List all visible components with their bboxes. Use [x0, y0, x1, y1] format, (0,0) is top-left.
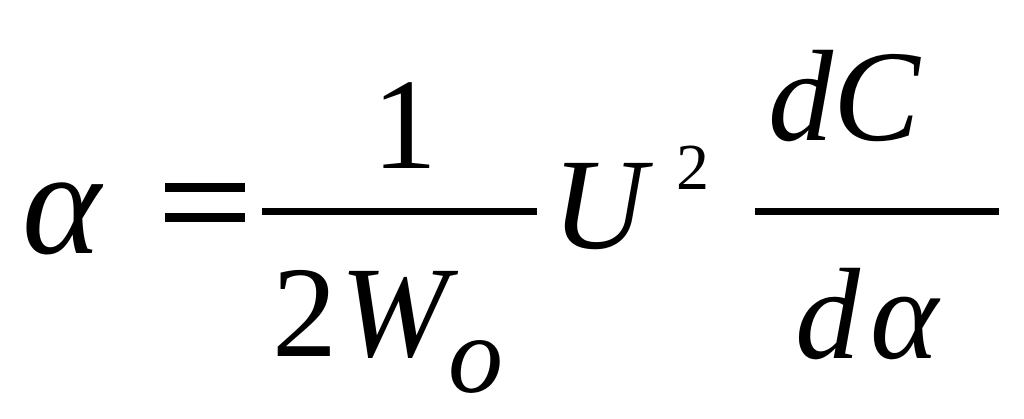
voltage-symbol: U: [552, 133, 646, 277]
fraction1-numerator: 1: [372, 53, 437, 197]
fraction2-denominator-d: d: [795, 243, 860, 387]
fraction2-bar: [755, 208, 999, 215]
fraction1-bar: [262, 208, 537, 215]
equals-bar-bottom: [165, 213, 245, 222]
fraction2-denominator-alpha: α: [870, 243, 939, 387]
fraction2-numerator: dC: [768, 25, 920, 169]
equals-bar-top: [165, 183, 245, 192]
fraction1-denominator-sub: o: [448, 294, 503, 416]
lhs-alpha: α: [22, 120, 101, 286]
voltage-exponent: 2: [676, 131, 709, 204]
fraction1-denominator-var: W: [340, 241, 449, 385]
fraction1-denominator-coef: 2: [272, 241, 337, 385]
